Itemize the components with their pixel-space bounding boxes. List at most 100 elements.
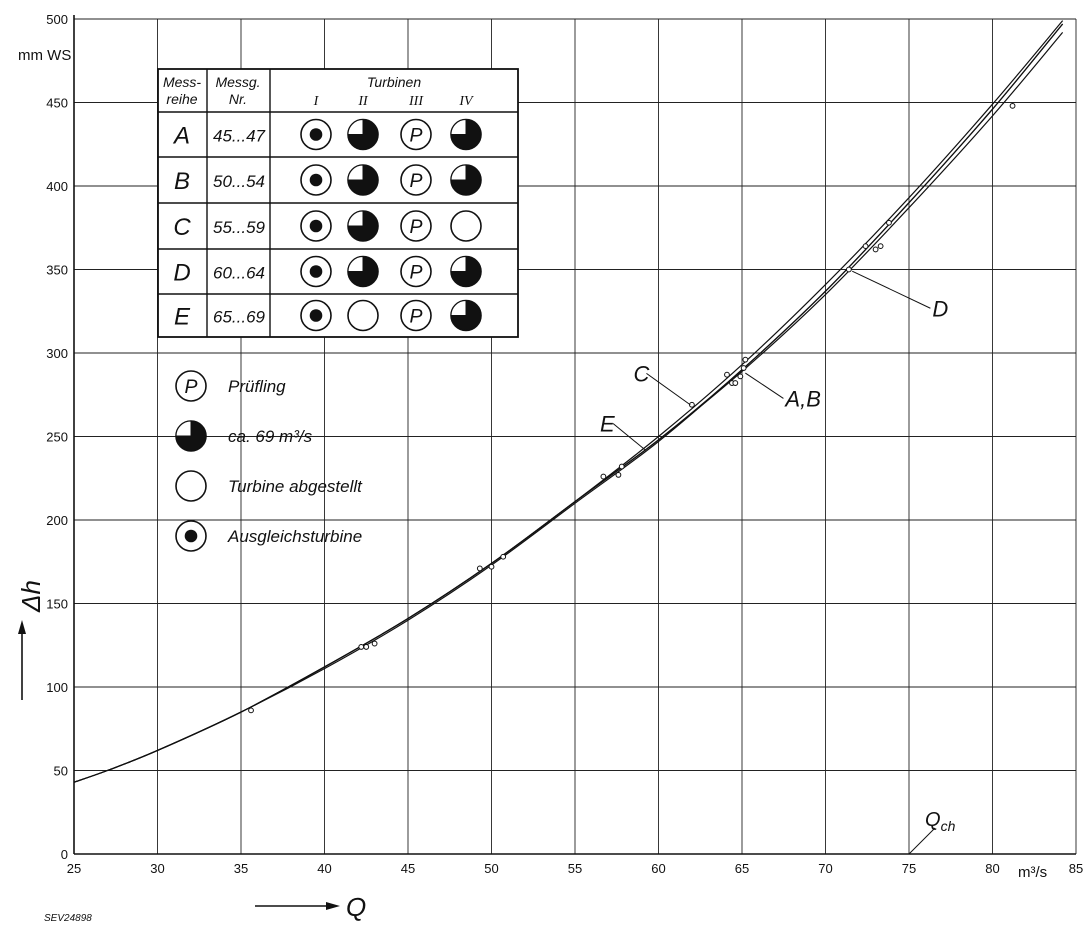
- row-messreihe: C: [173, 214, 191, 241]
- data-point: [877, 243, 884, 250]
- header-messreihe-2: reihe: [166, 91, 197, 107]
- row-messg-nr: 65...69: [213, 308, 266, 327]
- y-tick-label: 400: [46, 179, 68, 194]
- y-axis-title: Δh: [16, 580, 46, 613]
- y-tick-label: 150: [46, 597, 68, 612]
- x-tick-label: 55: [568, 861, 582, 876]
- data-point: [732, 380, 739, 386]
- pruefling-symbol-letter: P: [409, 124, 422, 146]
- ausgleich-symbol-icon: [175, 520, 207, 552]
- data-point: [618, 463, 625, 470]
- header-turbine-II: II: [357, 94, 369, 109]
- legend-item: Ausgleichsturbine: [175, 520, 362, 552]
- row-messreihe: E: [174, 304, 191, 331]
- x-tick-label: 30: [150, 861, 164, 876]
- ausgleich-symbol-icon: [300, 118, 332, 151]
- pruefling-symbol-icon: P: [400, 210, 432, 242]
- curve-label: E: [600, 411, 615, 436]
- y-tick-label: 350: [46, 263, 68, 278]
- qch-pointer: [908, 827, 936, 855]
- header-messg-2: Nr.: [229, 91, 247, 107]
- curve-label-leader: [745, 372, 784, 399]
- ca69-symbol-icon: [175, 420, 207, 452]
- y-tick-label: 100: [46, 680, 68, 695]
- table-row: E 65...69 P: [174, 299, 482, 332]
- legend-label: Ausgleichsturbine: [227, 527, 362, 546]
- ca69-symbol-icon: [347, 210, 379, 242]
- turbine-table: Mess- reihe Messg. Nr. Turbinen I II III…: [157, 68, 519, 338]
- pruefling-symbol-icon: P: [400, 255, 432, 288]
- y-tick-label: 50: [54, 764, 68, 779]
- header-messg-1: Messg.: [215, 74, 260, 90]
- pruefling-symbol-letter: P: [409, 216, 422, 238]
- legend-item: ca. 69 m³/s: [175, 420, 313, 452]
- x-axis-arrow-head: [326, 902, 340, 910]
- ausgleich-symbol-icon: [300, 299, 332, 332]
- y-tick-label: 300: [46, 346, 68, 361]
- curve-label: D: [932, 296, 948, 321]
- y-tick-label: 200: [46, 513, 68, 528]
- pruefling-symbol-icon: P: [400, 118, 432, 151]
- pruefling-symbol-icon: P: [400, 164, 432, 196]
- ca69-symbol-icon: [347, 164, 379, 196]
- ca69-symbol-icon: [450, 299, 482, 332]
- x-tick-label: 65: [735, 861, 749, 876]
- data-point: [1009, 102, 1016, 109]
- data-point: [742, 356, 749, 363]
- qch-label: Qch: [925, 809, 956, 834]
- x-tick-label: 45: [401, 861, 415, 876]
- data-point: [862, 243, 869, 250]
- table-row: A 45...47 P: [172, 118, 482, 151]
- row-messg-nr: 45...47: [213, 127, 266, 146]
- off-symbol-icon: [347, 299, 379, 332]
- qch-marker: Qch: [908, 809, 956, 855]
- curve-labels: C A,B D E: [600, 270, 948, 451]
- pruefling-symbol-letter: P: [409, 170, 422, 192]
- legend-label: ca. 69 m³/s: [228, 427, 313, 446]
- row-messreihe: B: [174, 168, 190, 195]
- row-messg-nr: 50...54: [213, 172, 265, 191]
- x-tick-label: 70: [818, 861, 832, 876]
- curve-label: C: [633, 361, 649, 386]
- x-axis-title: Q: [346, 892, 366, 922]
- data-point: [358, 644, 365, 650]
- y-tick-label: 250: [46, 430, 68, 445]
- curves: [73, 20, 1064, 783]
- data-point: [615, 472, 622, 478]
- ca69-symbol-icon: [450, 164, 482, 196]
- x-tick-label: 35: [234, 861, 248, 876]
- data-point: [500, 553, 507, 560]
- table-row: B 50...54 P: [174, 164, 482, 196]
- y-axis-arrow-head: [18, 620, 26, 634]
- curve-label-leader: [612, 423, 646, 451]
- ausgleich-symbol-icon: [300, 164, 332, 196]
- pruefling-symbol-icon: P: [400, 299, 432, 332]
- figure-reference: SEV24898: [44, 913, 92, 924]
- x-tick-label: 80: [985, 861, 999, 876]
- legend-label: Prüfling: [228, 377, 286, 396]
- data-point: [886, 219, 892, 226]
- data-point: [488, 563, 495, 570]
- data-point: [740, 365, 747, 371]
- data-point: [371, 640, 378, 647]
- x-tick-label: 60: [651, 861, 665, 876]
- ca69-symbol-icon: [450, 118, 482, 151]
- curve-label: A,B: [783, 386, 820, 411]
- data-point: [724, 371, 730, 378]
- header-turbine-III: III: [408, 94, 424, 109]
- off-symbol-icon: [450, 210, 482, 242]
- off-symbol-icon: [175, 470, 207, 502]
- ca69-symbol-icon: [347, 255, 379, 288]
- header-turbinen: Turbinen: [367, 74, 421, 90]
- legend-label: Turbine abgestellt: [228, 477, 363, 496]
- x-tick-label: 40: [317, 861, 331, 876]
- ca69-symbol-icon: [450, 255, 482, 288]
- data-point: [363, 644, 370, 650]
- row-messreihe: A: [172, 123, 190, 150]
- x-unit-label: m³/s: [1018, 864, 1047, 881]
